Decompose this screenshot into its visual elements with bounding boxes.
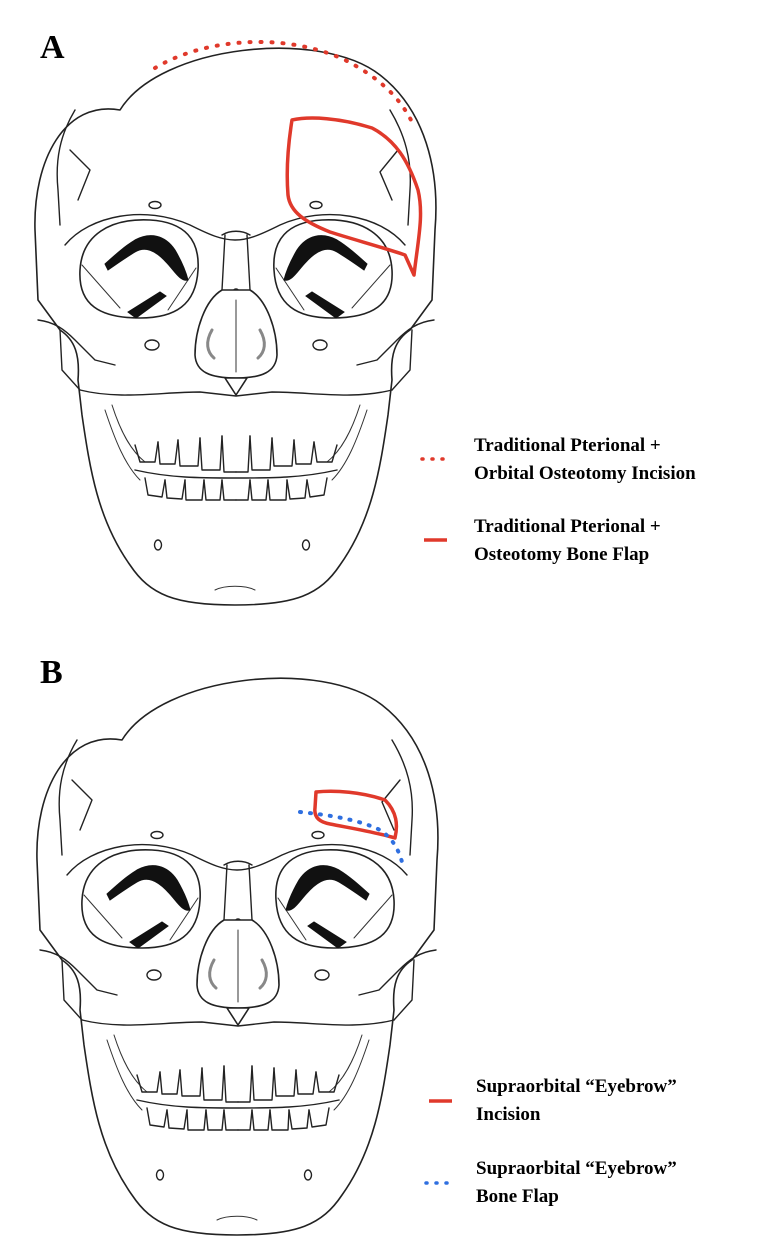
eyebrow-bone-flap-dotted bbox=[298, 810, 404, 864]
eyebrow-incision-outline bbox=[313, 789, 399, 840]
legend-a: Traditional Pterional + Orbital Osteotom… bbox=[420, 435, 696, 565]
legend-a-item1-line2: Orbital Osteotomy Incision bbox=[474, 463, 696, 484]
panel-b: B Supraorbital “Eyebrow” Incision Suprao… bbox=[35, 654, 677, 1237]
pterional-bone-flap-outline bbox=[285, 116, 423, 277]
legend-a-item2-line2: Osteotomy Bone Flap bbox=[474, 544, 649, 565]
legend-b: Supraorbital “Eyebrow” Incision Supraorb… bbox=[424, 1076, 677, 1207]
legend-b-item2-line1: Supraorbital “Eyebrow” bbox=[476, 1158, 677, 1179]
panel-b-letter: B bbox=[40, 654, 63, 691]
legend-b-item2-line2: Bone Flap bbox=[476, 1186, 559, 1207]
legend-a-item2-line1: Traditional Pterional + bbox=[474, 516, 661, 537]
pterional-incision-dotted bbox=[153, 39, 414, 124]
legend-b-item1-line1: Supraorbital “Eyebrow” bbox=[476, 1076, 677, 1097]
legend-b-item1-line2: Incision bbox=[476, 1104, 541, 1125]
panel-a: A Traditional Pterional + Orbital Osteot… bbox=[33, 29, 696, 607]
skull-illustration-b bbox=[35, 676, 440, 1237]
legend-a-item1-line1: Traditional Pterional + bbox=[474, 435, 661, 456]
panel-a-letter: A bbox=[40, 29, 65, 66]
